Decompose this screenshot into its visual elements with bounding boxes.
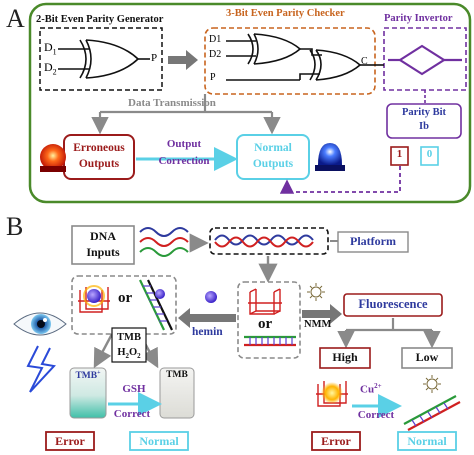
xor-gate-generator: [58, 39, 150, 79]
sun-icon-nmm: [307, 283, 325, 301]
low-box: [401, 347, 453, 369]
high-box: [319, 347, 371, 369]
xor-gates-checker: [226, 33, 372, 81]
duplex-hemin: [139, 279, 173, 331]
data-transmission-label: Data Transmission: [128, 97, 216, 109]
gen-input-d1: D1: [44, 40, 57, 57]
nmm-label: NMM: [304, 319, 332, 330]
duplex-center: [244, 335, 296, 347]
checker-input-p: P: [210, 72, 216, 83]
g-quadruplex-center: [248, 288, 282, 315]
hemin-bound-dot-icon: [87, 289, 101, 303]
normal-left-label: Normal: [139, 434, 179, 448]
or-label-center: or: [258, 316, 273, 332]
nmm-arrow: [302, 304, 342, 324]
checker-output-c: C: [361, 56, 368, 67]
high-label: High: [332, 350, 358, 364]
tmb-h2o2-box: [111, 327, 147, 363]
low-label: Low: [415, 350, 439, 364]
duplex-cu: [403, 395, 461, 431]
parity-bit-box: [386, 103, 462, 139]
panel-a-border: [28, 2, 472, 204]
panel-b-letter: B: [6, 212, 24, 241]
error-left-label: Error: [55, 434, 85, 448]
cu-label: Cu2+: [360, 382, 382, 396]
nmm-glow-icon: [321, 382, 343, 404]
bit-one-box: [390, 146, 409, 166]
tmb-plus-label: TMB+: [75, 370, 101, 382]
platform-label-box: [337, 231, 409, 253]
or-label-left: or: [118, 290, 133, 306]
arrow-gen-to-checker: [168, 50, 198, 70]
panel-a-diagram: [28, 2, 472, 204]
sun-icon-cu: [423, 375, 441, 393]
hemin-label: hemin: [192, 326, 223, 338]
fluorescence-box: [343, 293, 443, 317]
gsh-label: GSH: [122, 383, 146, 395]
correct-right-label: Correct: [357, 409, 395, 421]
error-left-box: [45, 431, 95, 451]
dna-inputs-box: [71, 225, 135, 265]
checker-title: 3-Bit Even Parity Checker: [226, 8, 345, 19]
error-right-box: [311, 431, 361, 451]
invertor-symbol: [388, 44, 462, 76]
panel-b-diagram: [13, 225, 461, 451]
correct-left-label: Correct: [113, 408, 151, 420]
bit-one-label: 1: [396, 148, 403, 160]
fluorescence-label: Fluorescence: [358, 297, 428, 311]
platform-waves: [214, 234, 314, 248]
hemin-dot-icon: [205, 291, 217, 303]
gen-input-d2: D2: [44, 60, 57, 77]
blue-alarm-light-icon: [315, 143, 345, 171]
checker-input-d1: D1: [209, 34, 222, 45]
eye-icon: [13, 312, 67, 336]
panel-a-letter: A: [6, 4, 25, 33]
normal-left-box: [129, 431, 189, 451]
normal-right-box: [397, 431, 457, 451]
center-structure-box: [237, 281, 301, 359]
tmb-vial-label: TMB: [166, 370, 188, 380]
error-right-label: Error: [321, 434, 351, 448]
generator-title: 2-Bit Even Parity Generator: [36, 14, 164, 25]
checker-box: [204, 27, 376, 95]
lightning-icon: [26, 345, 56, 393]
generator-box: [39, 27, 163, 91]
tmb-h2o2-label: TMB H2O2: [117, 332, 141, 361]
gen-output-p: P: [151, 52, 158, 64]
red-alarm-light-icon: [40, 144, 66, 172]
hemin-arrow: [178, 308, 236, 328]
feedback-arrow: [279, 166, 401, 194]
platform-label: Platform: [350, 234, 396, 248]
bit-zero-box: [420, 146, 439, 166]
data-transmission-lines: [91, 94, 281, 135]
dna-input-waves: [139, 227, 189, 257]
bit-zero-label: 0: [426, 148, 433, 160]
vial-green: [69, 367, 107, 419]
checker-input-d2: D2: [209, 49, 222, 60]
invertor-title: Parity Invertor: [384, 13, 453, 24]
normal-right-label: Normal: [407, 434, 447, 448]
